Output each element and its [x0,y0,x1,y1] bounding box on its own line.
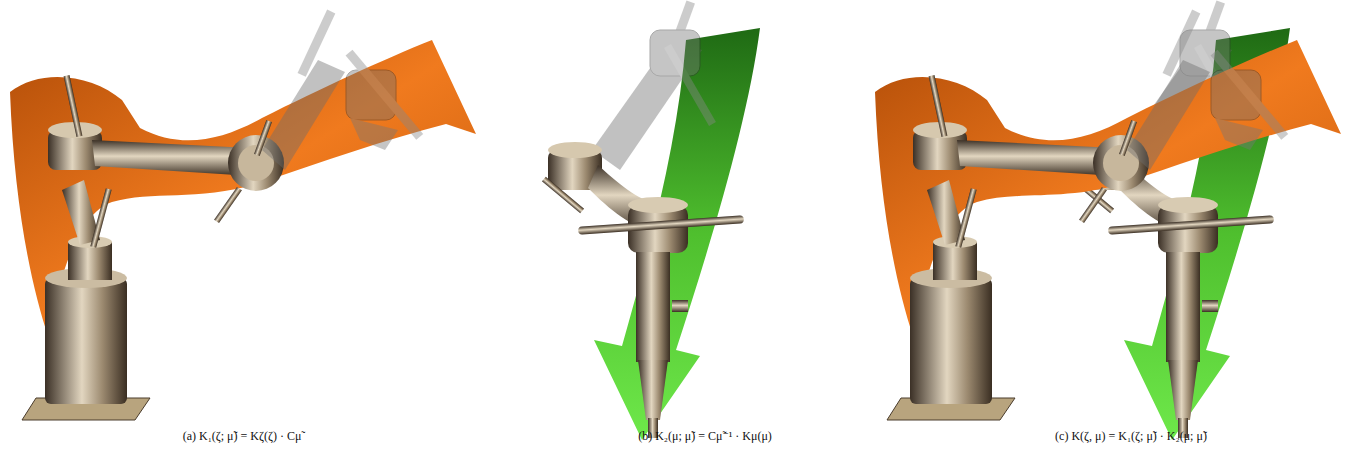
panel-caption: (c) K(ζ, μ) = K₁(ζ; μ̃) · K₂(μ; μ̃) [1055,429,1207,443]
panel-caption: (b) K₂(μ; μ̃) = Cμ̃⁻¹ · Kμ(μ) [638,429,772,443]
panel-caption: (a) K₁(ζ; μ̃) = Kζ(ζ) · Cμ̃ [183,429,302,443]
arm-panel-a [10,10,476,420]
arm-panel-c-upper [875,10,1341,420]
arm-panel-b [542,0,760,440]
